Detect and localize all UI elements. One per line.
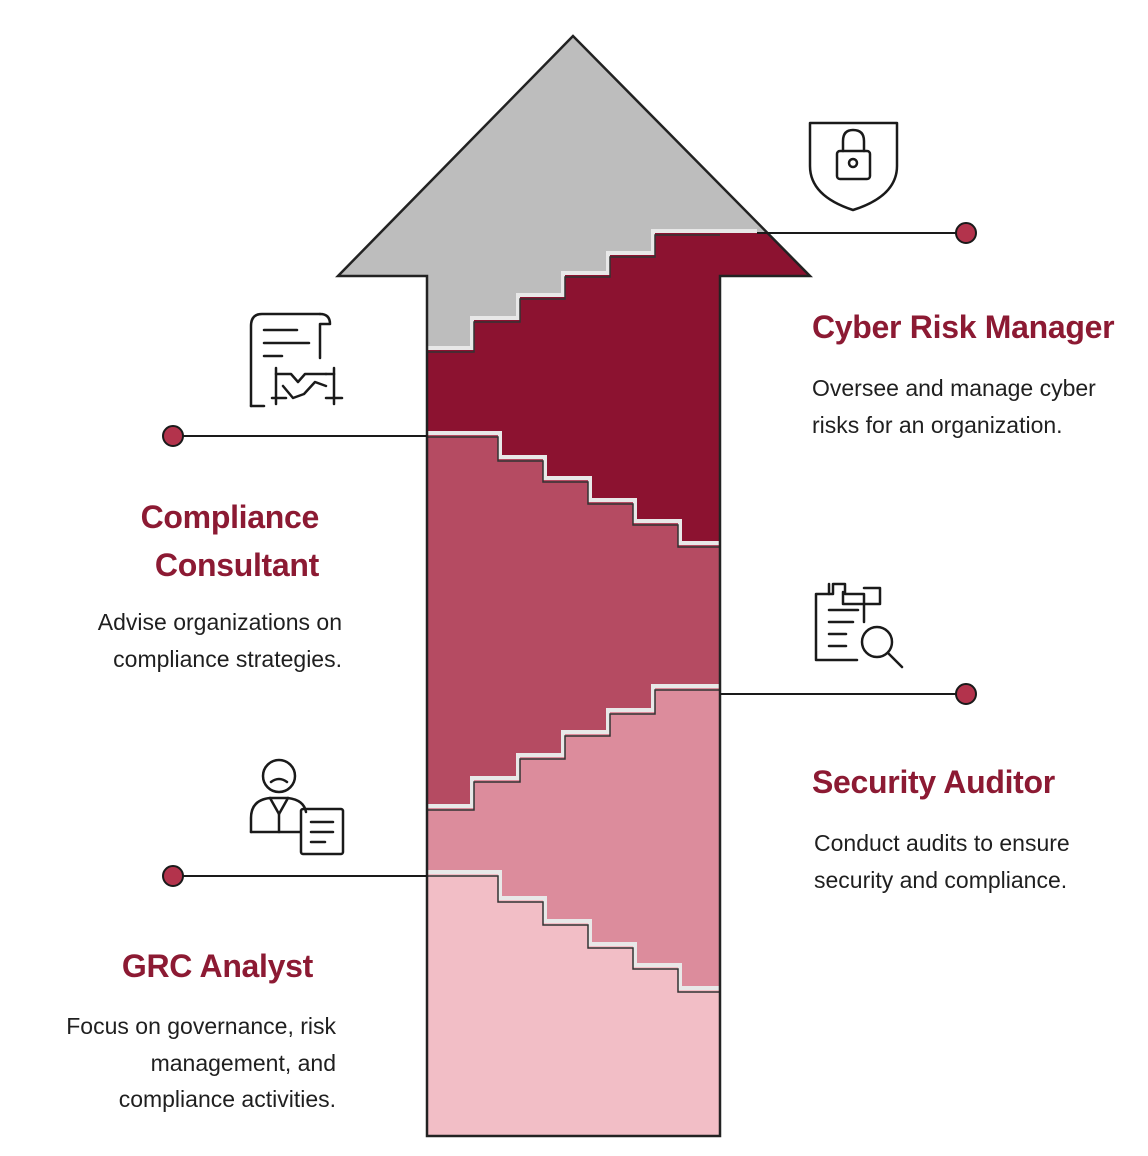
desc-line: Focus on governance, risk <box>66 1013 336 1039</box>
shield-lock-icon <box>808 121 899 212</box>
dot-grc-analyst <box>162 865 184 887</box>
role-desc-security-auditor: Conduct audits to ensure security and co… <box>814 825 1070 898</box>
clipboard-search-icon <box>814 582 904 669</box>
role-desc-cyber-risk-manager: Oversee and manage cyber risks for an or… <box>812 370 1096 443</box>
connectors <box>173 232 966 877</box>
dot-cyber-risk-manager <box>955 222 977 244</box>
desc-line: compliance activities. <box>118 1086 336 1112</box>
desc-line: management, and <box>150 1049 336 1076</box>
stair-outlines <box>427 234 720 993</box>
desc-line: Advise organizations on <box>97 609 342 635</box>
desc-line: Oversee and manage cyber <box>812 375 1096 401</box>
arrow-fill <box>338 36 810 1136</box>
dot-security-auditor <box>955 683 977 705</box>
contract-handshake-icon <box>249 312 344 408</box>
dot-compliance-consultant <box>162 425 184 447</box>
title-line: Consultant <box>154 547 319 583</box>
role-desc-grc-analyst: Focus on governance, risk management, an… <box>66 1008 336 1118</box>
desc-line: compliance strategies. <box>113 645 342 672</box>
arrow-outline <box>335 34 813 1138</box>
role-title-security-auditor: Security Auditor <box>812 764 1055 800</box>
connector-dots <box>162 222 977 887</box>
level-band-compliance-consultant <box>427 435 720 808</box>
title-line: Compliance <box>140 499 320 535</box>
stair-steps <box>427 229 757 990</box>
desc-line: security and compliance. <box>814 866 1068 893</box>
role-title-grc-analyst: GRC Analyst <box>121 948 313 984</box>
level-band-grc-analyst <box>427 874 720 1136</box>
role-desc-compliance-consultant: Advise organizations on compliance strat… <box>98 604 342 677</box>
person-document-icon <box>249 758 345 856</box>
level-band-security-auditor <box>427 688 720 990</box>
desc-line: Conduct audits to ensure <box>814 830 1070 856</box>
desc-line: risks for an organization. <box>812 411 1063 438</box>
role-title-cyber-risk-manager: Cyber Risk Manager <box>812 309 1115 345</box>
role-title-compliance-consultant: Compliance Consultant <box>140 493 320 589</box>
